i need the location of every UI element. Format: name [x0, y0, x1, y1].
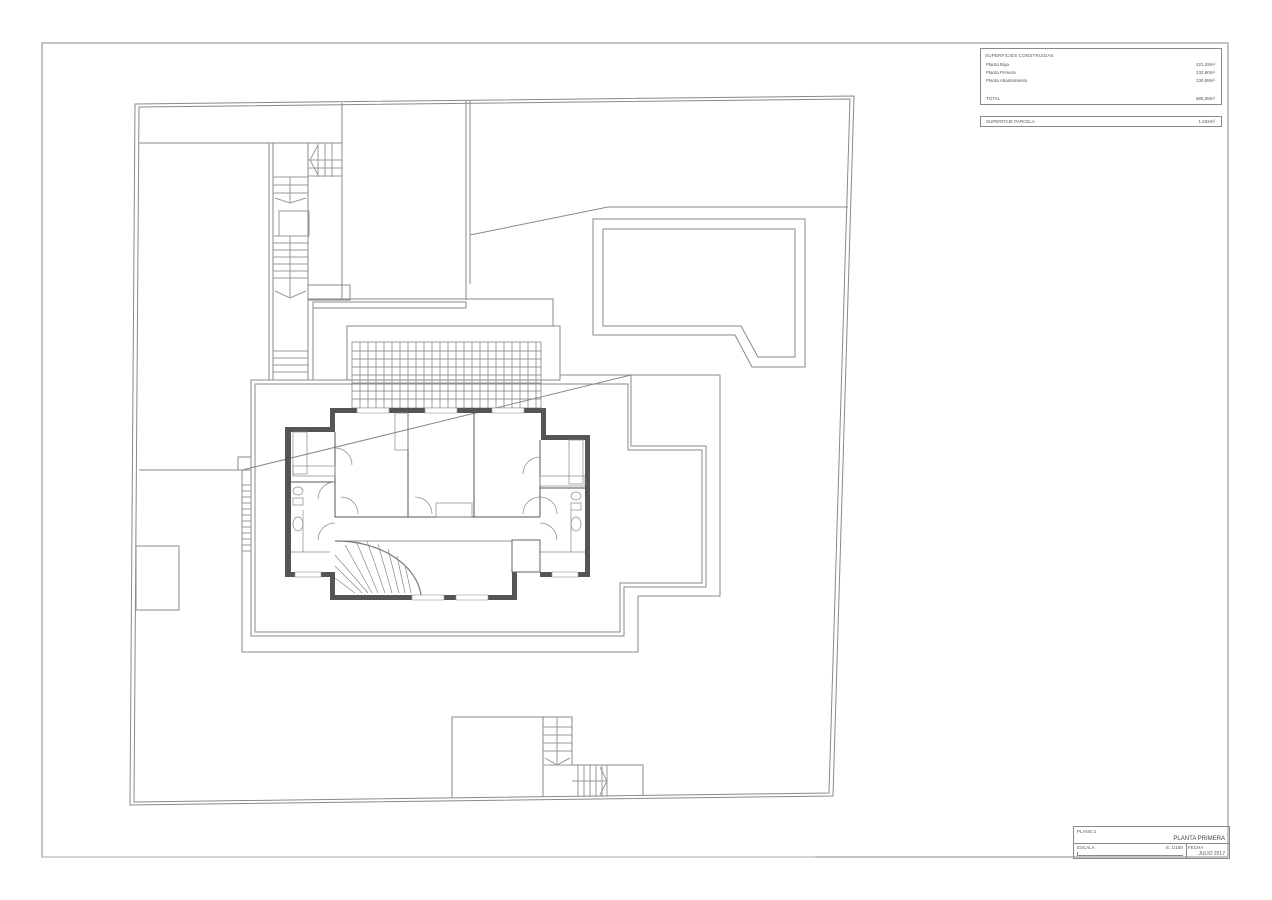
divider	[1186, 843, 1187, 858]
superficie-label: Planta Abastamiento	[986, 78, 1028, 83]
superficie-total-row: TOTAL 586,08m²	[986, 96, 1215, 101]
escala-label: ESCALA	[1077, 845, 1095, 850]
roof-grid	[351, 341, 542, 409]
superficie-value: 230,98m²	[1195, 78, 1215, 83]
plot-boundary	[129, 95, 855, 806]
spiral-stair	[334, 540, 422, 596]
stair-top	[273, 143, 342, 373]
superficies-header: SUPERFICIES CONSTRUIDAS	[985, 53, 1054, 58]
superficies-construidas-table: SUPERFICIES CONSTRUIDAS Planta Baja 221,…	[980, 48, 1222, 105]
divider	[1074, 843, 1229, 844]
total-value: 586,08m²	[1195, 96, 1215, 101]
title-block: PLANO 2 PLANTA PRIMERA ESCALA E: 1/100 F…	[1073, 826, 1230, 859]
house-walls	[285, 408, 590, 600]
scale-bar	[1077, 852, 1183, 856]
superficie-row: Planta Abastamiento 230,98m²	[986, 78, 1215, 83]
pool-inner	[602, 228, 796, 358]
pool-outer	[592, 218, 806, 368]
superficie-row: Planta Baja 221,29m²	[986, 62, 1215, 67]
plan-title: PLANTA PRIMERA	[1173, 836, 1225, 842]
fecha-value: JULIO 2017	[1198, 851, 1225, 857]
parcela-value: 1.632m²	[1198, 119, 1215, 124]
plano-number: PLANO 2	[1077, 829, 1097, 834]
parcela-label: SUPERFICIE PARCELA	[986, 119, 1035, 124]
superficie-parcela-table: SUPERFICIE PARCELA 1.632m²	[980, 116, 1222, 127]
superficie-value: 132,80m²	[1195, 70, 1215, 75]
parcela-row: SUPERFICIE PARCELA 1.632m²	[986, 119, 1215, 124]
superficie-label: Planta Primera	[986, 70, 1016, 75]
superficie-label: Planta Baja	[986, 62, 1010, 67]
superficie-row: Planta Primera 132,80m²	[986, 70, 1215, 75]
superficie-value: 221,29m²	[1195, 62, 1215, 67]
escala-value: E: 1/100	[1166, 845, 1183, 850]
total-label: TOTAL	[986, 96, 1001, 101]
fecha-label: FECHA	[1188, 845, 1204, 850]
